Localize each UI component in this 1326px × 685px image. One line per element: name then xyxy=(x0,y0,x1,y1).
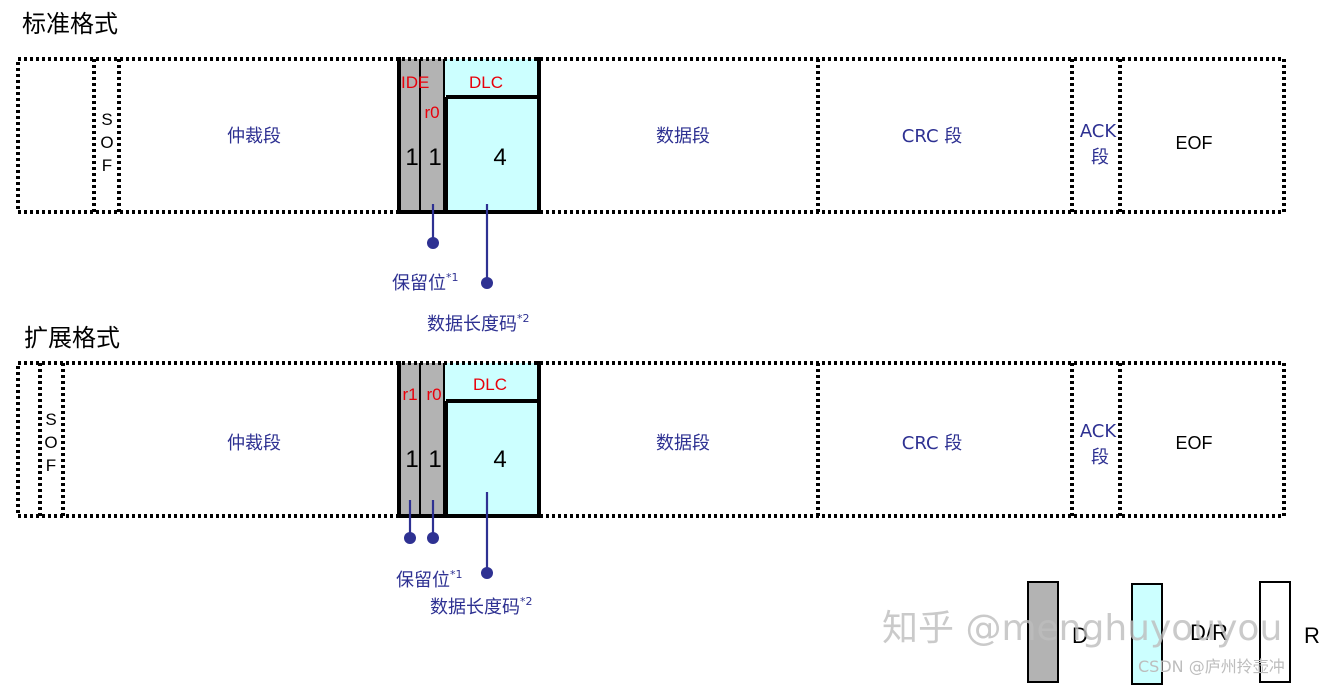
legend-recessive-swatch xyxy=(1259,581,1291,683)
standard-title: 标准格式 xyxy=(22,10,118,38)
extended-dlc-length: 4 xyxy=(493,446,506,473)
extended-r1-label: r1 xyxy=(402,385,417,404)
extended-r1-cell xyxy=(399,363,420,516)
extended-r0-cell xyxy=(421,363,444,516)
standard-dlc-label: DLC xyxy=(469,73,503,92)
standard-dlc-length: 4 xyxy=(493,144,506,171)
extended-sof-o: O xyxy=(44,433,57,452)
standard-bit1: 1 xyxy=(405,144,418,171)
standard-ack-label: ACK xyxy=(1080,121,1118,142)
extended-r0-dot xyxy=(427,532,439,544)
extended-ack-label: ACK xyxy=(1080,421,1118,442)
extended-data-label: 数据段 xyxy=(656,433,710,454)
legend-dominant-label: D xyxy=(1072,623,1088,648)
extended-crc-label: CRC 段 xyxy=(902,433,962,454)
legend: D D/R R xyxy=(1027,581,1320,685)
extended-bit1: 1 xyxy=(405,446,418,473)
standard-data-label: 数据段 xyxy=(656,126,710,147)
legend-dominant-swatch xyxy=(1027,581,1059,683)
extended-r0-label: r0 xyxy=(426,385,441,404)
standard-crc-label: CRC 段 xyxy=(902,126,962,147)
standard-frame: 标准格式 S O F 仲裁段 IDE r0 DLC 1 1 4 数据段 CRC xyxy=(16,10,1286,335)
standard-reserved-dot xyxy=(427,237,439,249)
standard-arbitration-label: 仲裁段 xyxy=(227,126,281,147)
standard-ide-cell xyxy=(399,59,420,212)
standard-reserved-note: 保留位*1 xyxy=(392,271,459,294)
standard-dlc-box xyxy=(446,97,539,212)
standard-sof-s: S xyxy=(101,110,112,129)
standard-bit2: 1 xyxy=(428,144,441,171)
standard-frame-border xyxy=(16,57,1286,214)
extended-frame: 扩展格式 S O F 仲裁段 r1 r0 DLC 1 1 4 数据段 CRC 段… xyxy=(16,324,1286,618)
extended-dlc-header-cell xyxy=(445,363,538,400)
standard-ide-label: IDE xyxy=(401,73,429,92)
standard-r0-cell xyxy=(421,59,444,212)
extended-reserved-note: 保留位*1 xyxy=(396,568,463,591)
extended-dlc-label: DLC xyxy=(473,375,507,394)
legend-recessive-label: R xyxy=(1304,623,1320,648)
standard-sof-o: O xyxy=(100,133,113,152)
extended-title: 扩展格式 xyxy=(24,324,120,352)
standard-sof-f: F xyxy=(102,156,112,175)
extended-frame-border xyxy=(16,361,1286,518)
csdn-watermark: CSDN @庐州拎壶冲 xyxy=(1138,657,1285,676)
standard-dlc-note: 数据长度码*2 xyxy=(427,312,530,335)
extended-dlc-dot xyxy=(481,567,493,579)
extended-dlc-box xyxy=(446,401,539,516)
extended-r1-dot xyxy=(404,532,416,544)
extended-sof-s: S xyxy=(45,410,56,429)
standard-eof-label: EOF xyxy=(1175,133,1212,153)
legend-dr-swatch xyxy=(1131,583,1163,685)
extended-bit2: 1 xyxy=(428,446,441,473)
extended-ack-label-2: 段 xyxy=(1091,447,1109,468)
standard-dlc-header-cell xyxy=(445,59,538,96)
zhihu-watermark: 知乎 @menghuyouyou xyxy=(882,608,1282,649)
extended-arbitration-label: 仲裁段 xyxy=(227,433,281,454)
extended-sof-f: F xyxy=(46,456,56,475)
extended-eof-label: EOF xyxy=(1175,433,1212,453)
standard-dlc-dot xyxy=(481,277,493,289)
watermarks: 知乎 @menghuyouyou CSDN @庐州拎壶冲 xyxy=(882,608,1285,676)
standard-ack-label-2: 段 xyxy=(1091,147,1109,168)
legend-dr-label: D/R xyxy=(1190,620,1228,645)
standard-r0-label: r0 xyxy=(424,103,439,122)
extended-dlc-note: 数据长度码*2 xyxy=(430,595,533,618)
